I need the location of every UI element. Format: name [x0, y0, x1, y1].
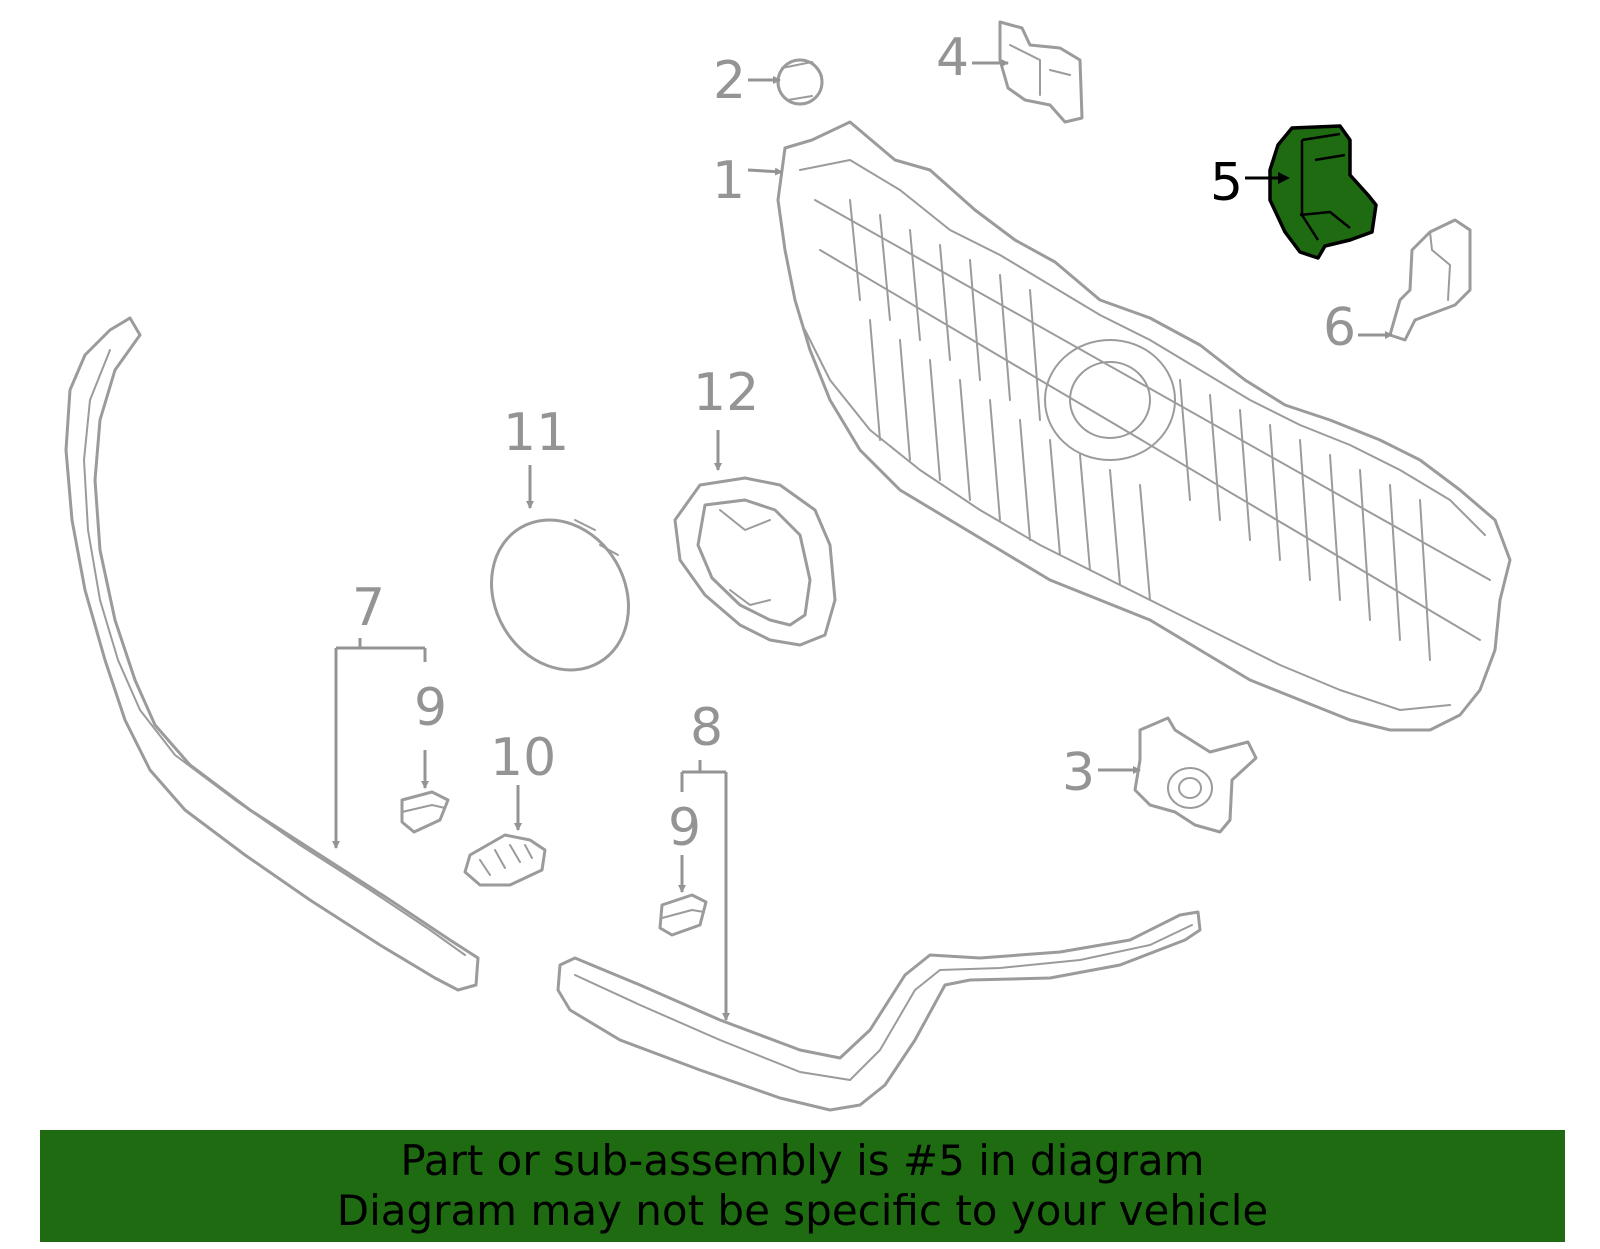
svg-text:9: 9: [668, 798, 701, 858]
part-2-clip[interactable]: [776, 58, 824, 106]
svg-text:3: 3: [1062, 743, 1095, 803]
part-6-bracket[interactable]: [1388, 218, 1472, 342]
part-5-highlighted[interactable]: [1268, 124, 1378, 260]
svg-text:12: 12: [693, 363, 759, 423]
svg-text:10: 10: [490, 728, 556, 788]
callout-8: 8: [680, 698, 730, 1021]
part-11-emblem[interactable]: [465, 495, 656, 695]
part-1-grille[interactable]: [776, 120, 1512, 732]
part-9-clip-upper[interactable]: [400, 790, 450, 834]
callout-12: 12: [693, 363, 759, 471]
banner-line-disclaimer: Diagram may not be specific to your vehi…: [336, 1186, 1269, 1235]
banner-line-part: Part or sub-assembly is #5 in diagram: [400, 1136, 1205, 1185]
callout-1: 1: [712, 151, 783, 211]
svg-text:1: 1: [712, 151, 745, 211]
part-10-clip[interactable]: [463, 833, 547, 887]
callout-3: 3: [1062, 743, 1141, 803]
callout-9-lower: 9: [668, 798, 701, 893]
callout-9-upper: 9: [414, 678, 447, 789]
part-3-bracket[interactable]: [1133, 716, 1258, 834]
part-9-clip-lower[interactable]: [658, 893, 708, 937]
callout-5: 5: [1210, 153, 1290, 213]
part-12-frame[interactable]: [673, 476, 837, 647]
svg-text:11: 11: [503, 403, 569, 463]
callout-6: 6: [1323, 298, 1393, 358]
svg-text:5: 5: [1210, 153, 1243, 213]
callout-2: 2: [713, 51, 781, 111]
svg-text:8: 8: [690, 698, 723, 758]
callout-7: 7: [332, 578, 427, 849]
callout-11: 11: [503, 403, 569, 509]
part-8-molding[interactable]: [556, 910, 1202, 1112]
part-7-molding[interactable]: [64, 316, 480, 992]
callout-4: 4: [936, 28, 1009, 88]
callout-10: 10: [490, 728, 556, 831]
svg-text:4: 4: [936, 28, 969, 88]
info-banner: Part or sub-assembly is #5 in diagram Di…: [40, 1130, 1565, 1242]
svg-text:6: 6: [1323, 298, 1356, 358]
svg-text:7: 7: [352, 578, 385, 638]
svg-text:2: 2: [713, 51, 746, 111]
svg-text:9: 9: [414, 678, 447, 738]
part-4-bracket[interactable]: [998, 20, 1084, 124]
